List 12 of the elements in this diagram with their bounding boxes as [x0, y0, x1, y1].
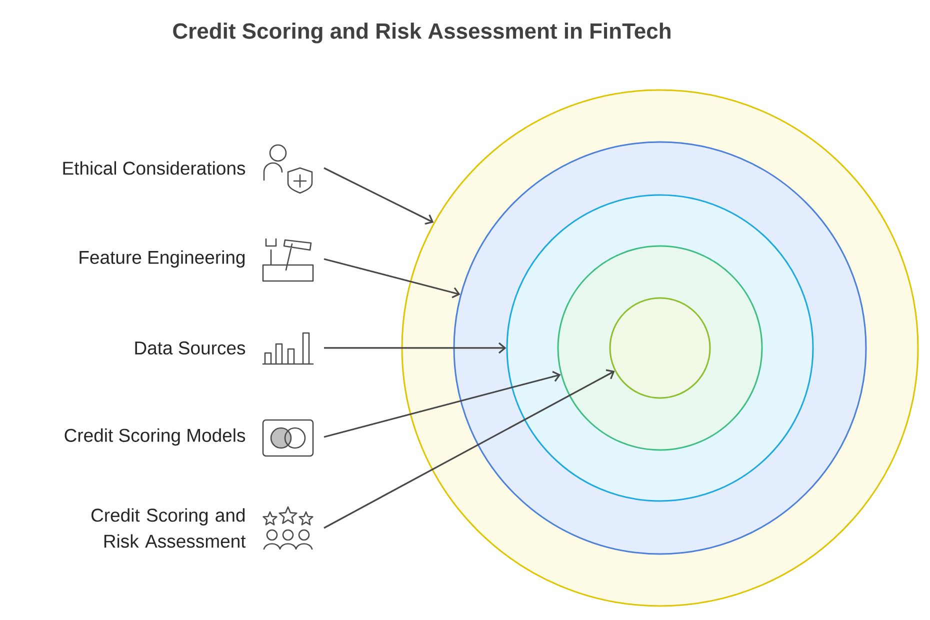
arrow [324, 369, 615, 529]
label: Data Sources [135, 341, 246, 355]
arrow [324, 258, 460, 298]
label: Credit Scoring and Risk Assessment [91, 508, 246, 548]
ring [609, 297, 711, 399]
title: Credit Scoring and Risk Assessment in FinTech [173, 22, 670, 44]
arrow [324, 370, 561, 438]
arrow [324, 167, 434, 225]
label: Credit Scoring Models [64, 428, 246, 446]
label: Ethical Considerations [63, 161, 246, 175]
arrow [324, 342, 506, 354]
label: Feature Engineering [80, 250, 245, 268]
